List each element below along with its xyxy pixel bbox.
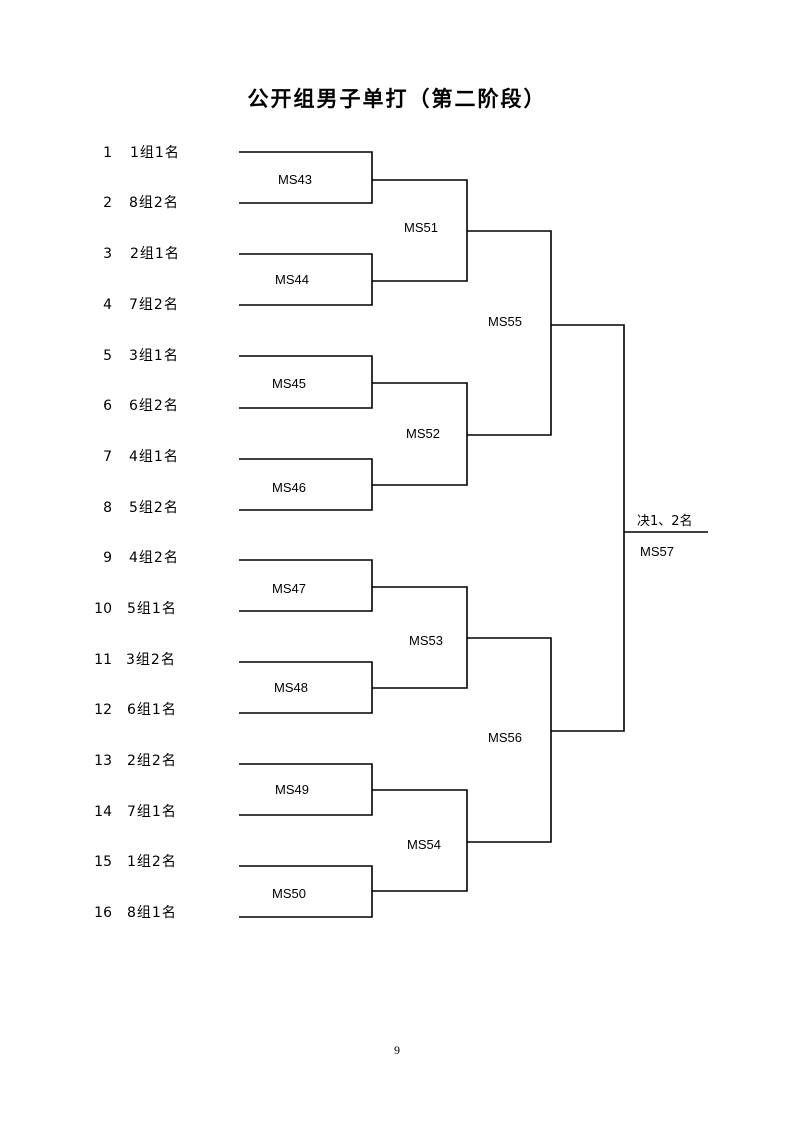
match-label-ms56: MS56 [488, 730, 522, 745]
group-rank: 6组1名 [127, 702, 177, 718]
group-rank: 6组2名 [129, 398, 179, 414]
seed-number: 9 [103, 550, 112, 566]
final-label: 决1、2名 [637, 514, 693, 529]
bracket-ms54 [372, 789, 468, 892]
bracket-ms43 [239, 151, 373, 204]
seed-number: 11 [94, 652, 112, 668]
match-label-ms50: MS50 [272, 886, 306, 901]
group-rank: 2组1名 [130, 246, 180, 262]
group-rank: 3组1名 [129, 348, 179, 364]
bracket-ms47 [239, 559, 373, 612]
match-label-ms53: MS53 [409, 633, 443, 648]
seed-number: 4 [103, 297, 112, 313]
group-rank: 5组1名 [127, 601, 177, 617]
seed-number: 5 [103, 348, 112, 364]
group-rank: 3组2名 [126, 652, 176, 668]
match-label-ms47: MS47 [272, 581, 306, 596]
group-rank: 7组2名 [129, 297, 179, 313]
bracket-ms45 [239, 355, 373, 409]
page-number: 9 [394, 1043, 400, 1057]
page-title: 公开组男子单打（第二阶段） [247, 87, 547, 111]
bracket-ms52 [372, 382, 468, 486]
seed-number: 7 [103, 449, 112, 465]
seed-number: 10 [94, 601, 112, 617]
seed-number: 6 [103, 398, 112, 414]
seed-number: 3 [103, 246, 112, 262]
group-rank: 7组1名 [127, 804, 177, 820]
bracket-ms57 [551, 324, 625, 732]
group-rank: 8组1名 [127, 905, 177, 921]
group-rank: 2组2名 [127, 753, 177, 769]
seed-number: 13 [94, 753, 112, 769]
seed-number: 16 [94, 905, 112, 921]
bracket-ms55 [467, 230, 552, 436]
group-rank: 4组1名 [129, 449, 179, 465]
match-label-ms55: MS55 [488, 314, 522, 329]
group-rank: 1组1名 [130, 145, 180, 161]
bracket-ms44 [239, 253, 373, 306]
match-label-ms46: MS46 [272, 480, 306, 495]
match-label-ms57: MS57 [640, 544, 674, 559]
match-label-ms44: MS44 [275, 272, 309, 287]
group-rank: 8组2名 [129, 195, 179, 211]
match-label-ms48: MS48 [274, 680, 308, 695]
match-label-ms49: MS49 [275, 782, 309, 797]
match-label-ms43: MS43 [278, 172, 312, 187]
match-label-ms54: MS54 [407, 837, 441, 852]
match-label-ms45: MS45 [272, 376, 306, 391]
seed-number: 14 [94, 804, 112, 820]
seed-number: 12 [94, 702, 112, 718]
match-label-ms51: MS51 [404, 220, 438, 235]
group-rank: 4组2名 [129, 550, 179, 566]
seed-number: 1 [103, 145, 112, 161]
bracket-ms56 [467, 637, 552, 843]
match-label-ms52: MS52 [406, 426, 440, 441]
group-rank: 5组2名 [129, 500, 179, 516]
seed-number: 2 [103, 195, 112, 211]
seed-number: 15 [94, 854, 112, 870]
seed-number: 8 [103, 500, 112, 516]
group-rank: 1组2名 [127, 854, 177, 870]
